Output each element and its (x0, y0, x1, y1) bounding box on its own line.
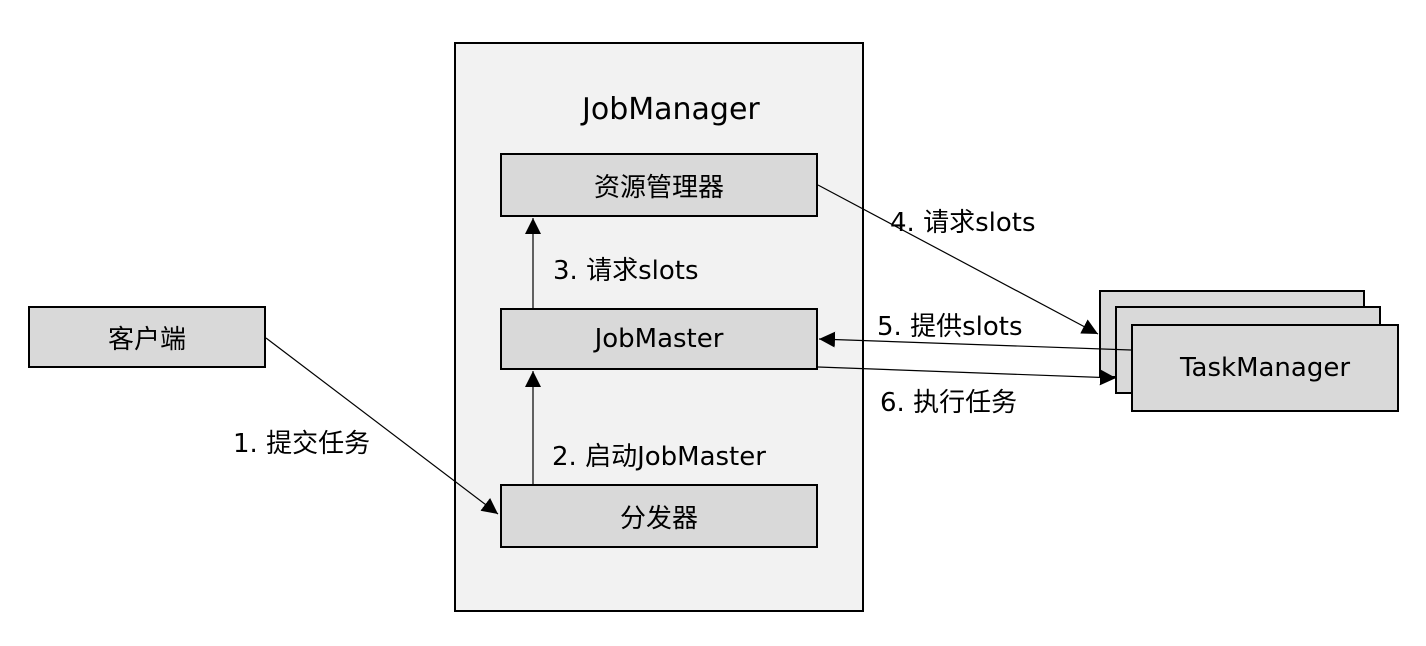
edge-label-start: 2. 启动JobMaster (552, 442, 766, 472)
client-node: 客户端 (28, 306, 266, 368)
edge-label-request-tm: 4. 请求slots (890, 208, 1036, 238)
edge-submit (265, 337, 499, 515)
edge-label-offer: 5. 提供slots (877, 312, 1023, 342)
jobmanager-title: JobManager (582, 92, 760, 127)
edge-label-request-jm: 3. 请求slots (553, 256, 699, 286)
edge-offer (818, 331, 1132, 351)
job-master-node: JobMaster (500, 308, 818, 370)
edge-request-tm (817, 184, 1099, 335)
edge-label-execute: 6. 执行任务 (880, 388, 1018, 418)
dispatcher-node: 分发器 (500, 484, 818, 548)
task-manager-node: TaskManager (1131, 324, 1399, 412)
edge-label-submit: 1. 提交任务 (233, 429, 371, 459)
resource-manager-node: 资源管理器 (500, 153, 818, 217)
edge-execute (817, 366, 1117, 386)
